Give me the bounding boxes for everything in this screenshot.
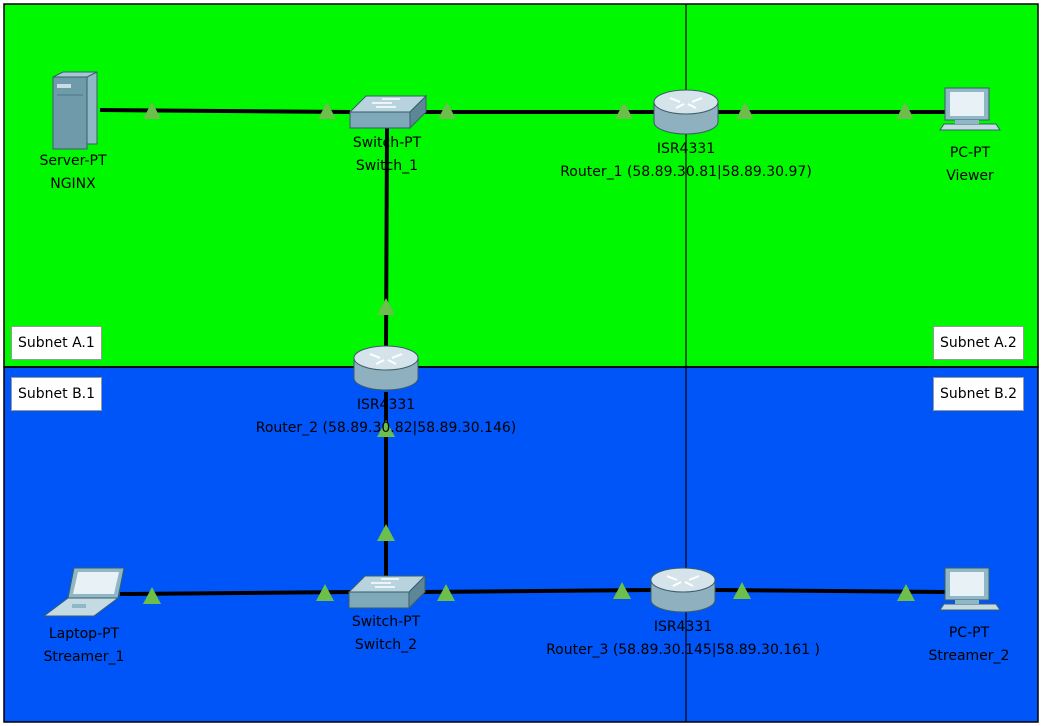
port-indicator bbox=[613, 582, 631, 599]
pc-icon[interactable] bbox=[939, 87, 1001, 131]
subnet-b-area bbox=[3, 366, 1039, 723]
device-model: PC-PT bbox=[949, 145, 991, 161]
device-name: Router_1 (58.89.30.81|58.89.30.97) bbox=[560, 164, 812, 180]
device-label-nginx: Server-PT NGINX bbox=[39, 150, 106, 196]
device-model: ISR4331 bbox=[356, 397, 416, 413]
device-name: NGINX bbox=[50, 176, 96, 192]
port-indicator bbox=[437, 584, 455, 601]
subnet-label-b2: Subnet B.2 bbox=[933, 377, 1025, 411]
link-switch2-router3[interactable] bbox=[423, 588, 653, 594]
link-nginx-switch1[interactable] bbox=[99, 108, 351, 114]
router-icon[interactable] bbox=[353, 345, 419, 391]
subnet-a-area bbox=[3, 3, 1039, 368]
port-indicator bbox=[733, 582, 751, 599]
port-indicator bbox=[377, 524, 395, 541]
device-model: Switch-PT bbox=[352, 135, 422, 151]
laptop-icon[interactable] bbox=[42, 567, 125, 617]
device-name: Switch_1 bbox=[355, 158, 419, 174]
port-indicator bbox=[377, 420, 395, 437]
port-indicator bbox=[615, 102, 633, 119]
subnet-label-a1: Subnet A.1 bbox=[11, 326, 102, 360]
device-label-switch-1: Switch-PT Switch_1 bbox=[353, 132, 421, 178]
port-indicator bbox=[897, 584, 915, 601]
port-indicator bbox=[736, 102, 754, 119]
device-label-viewer: PC-PT Viewer bbox=[946, 142, 994, 188]
subnet-label-a2: Subnet A.2 bbox=[933, 326, 1024, 360]
pc-icon[interactable] bbox=[939, 567, 1001, 611]
port-indicator bbox=[438, 102, 456, 119]
device-name: Router_3 (58.89.30.145|58.89.30.161 ) bbox=[546, 642, 820, 658]
device-model: Server-PT bbox=[39, 153, 107, 169]
subnet-label-b1: Subnet B.1 bbox=[11, 377, 103, 411]
device-name: Router_2 (58.89.30.82|58.89.30.146) bbox=[255, 420, 517, 436]
device-model: Switch-PT bbox=[351, 614, 421, 630]
device-model: PC-PT bbox=[948, 625, 990, 641]
port-indicator bbox=[143, 587, 161, 604]
device-label-router-3: ISR4331 Router_3 (58.89.30.145|58.89.30.… bbox=[546, 616, 820, 662]
port-indicator bbox=[316, 584, 334, 601]
link-streamer1-switch2[interactable] bbox=[119, 590, 351, 596]
device-name: Viewer bbox=[946, 168, 994, 184]
port-indicator bbox=[896, 102, 914, 119]
router-icon[interactable] bbox=[650, 567, 716, 613]
device-model: Laptop-PT bbox=[48, 626, 120, 642]
device-label-streamer-1: Laptop-PT Streamer_1 bbox=[44, 623, 125, 669]
port-indicator bbox=[318, 102, 336, 119]
device-name: Streamer_2 bbox=[928, 648, 1010, 664]
port-indicator bbox=[143, 102, 161, 119]
port-indicator bbox=[377, 298, 395, 315]
link-router3-streamer2[interactable] bbox=[713, 588, 946, 594]
device-label-switch-2: Switch-PT Switch_2 bbox=[352, 611, 420, 657]
device-label-router-1: ISR4331 Router_1 (58.89.30.81|58.89.30.9… bbox=[560, 138, 812, 184]
device-label-router-2: ISR4331 Router_2 (58.89.30.82|58.89.30.1… bbox=[256, 394, 517, 440]
device-name: Streamer_1 bbox=[43, 649, 125, 665]
device-name: Switch_2 bbox=[354, 637, 418, 653]
router-icon[interactable] bbox=[653, 89, 719, 135]
server-icon[interactable] bbox=[52, 71, 98, 150]
device-model: ISR4331 bbox=[656, 141, 716, 157]
device-label-streamer-2: PC-PT Streamer_2 bbox=[929, 622, 1010, 668]
switch-icon[interactable] bbox=[347, 574, 427, 610]
device-model: ISR4331 bbox=[653, 619, 713, 635]
switch-icon[interactable] bbox=[348, 94, 428, 130]
port-indicators bbox=[143, 102, 915, 604]
